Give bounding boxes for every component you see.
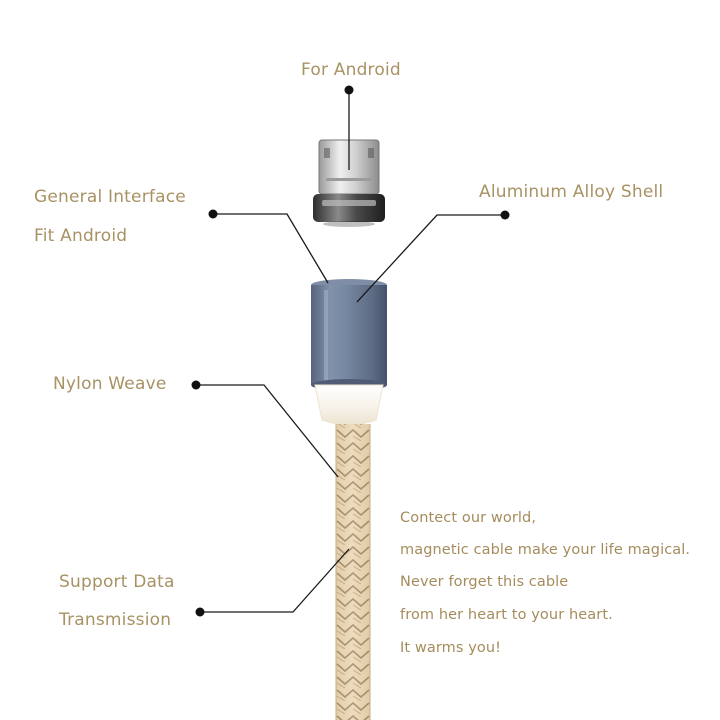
label-support-data: Support Data bbox=[59, 572, 175, 592]
dot-for-android bbox=[344, 85, 354, 95]
braided-cable bbox=[335, 424, 371, 720]
dot-support-data bbox=[195, 607, 205, 617]
label-aluminum-shell: Aluminum Alloy Shell bbox=[479, 182, 664, 202]
message-line-4: from her heart to your heart. bbox=[400, 607, 613, 623]
aluminum-shell bbox=[311, 279, 387, 391]
label-transmission: Transmission bbox=[59, 610, 172, 630]
dot-nylon-weave bbox=[191, 380, 201, 390]
message-line-3: Never forget this cable bbox=[400, 574, 569, 590]
message-line-2: magnetic cable make your life magical. bbox=[400, 542, 691, 558]
dot-aluminum-shell bbox=[500, 210, 510, 220]
label-nylon-weave: Nylon Weave bbox=[53, 374, 167, 394]
leader-lines bbox=[196, 90, 505, 613]
leader-line-support-data bbox=[200, 548, 350, 613]
leader-line-general-interface bbox=[213, 213, 329, 284]
message-line-1: Contect our world, bbox=[400, 510, 537, 526]
dot-general-interface bbox=[208, 209, 218, 219]
label-general-interface: General Interface bbox=[34, 187, 186, 207]
cable-collar bbox=[314, 384, 384, 426]
label-for-android: For Android bbox=[301, 60, 401, 80]
leader-line-nylon-weave bbox=[196, 384, 339, 478]
leader-line-aluminum-shell bbox=[356, 214, 505, 303]
message-line-5: It warms you! bbox=[400, 640, 502, 656]
leader-dots bbox=[191, 85, 510, 617]
label-fit-android: Fit Android bbox=[34, 226, 128, 246]
